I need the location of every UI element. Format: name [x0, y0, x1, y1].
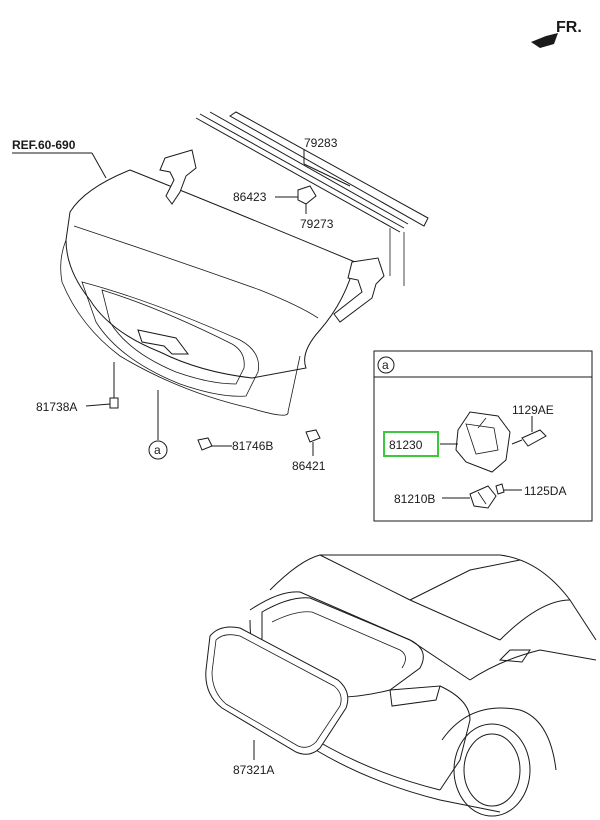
- part-label-81738A: 81738A: [36, 400, 77, 414]
- part-label-87321A: 87321A: [233, 763, 274, 777]
- car-rear-drawing: [205, 554, 597, 817]
- reference-label: REF.60-690: [12, 138, 76, 152]
- detail-marker[interactable]: a: [148, 440, 168, 460]
- leader-lines: [85, 149, 351, 456]
- front-direction-label: FR.: [556, 19, 582, 36]
- part-label-81230[interactable]: 81230: [389, 438, 423, 452]
- part-label-1129AE: 1129AE: [512, 403, 554, 417]
- detail-box-marker-label: a: [382, 358, 389, 372]
- detail-box: a 1129AE 81230 81210B 1125DA: [373, 350, 593, 522]
- front-direction-indicator: FR.: [531, 19, 582, 48]
- part-label-81210B: 81210B: [394, 492, 435, 506]
- part-label-86421: 86421: [292, 459, 326, 473]
- trunk-lid-drawing: [60, 111, 429, 451]
- part-label-79283: 79283: [304, 136, 338, 150]
- part-label-79273: 79273: [300, 217, 334, 231]
- reference-callout: REF.60-690: [12, 138, 107, 179]
- detail-marker-label: a: [154, 443, 161, 457]
- part-label-81746B: 81746B: [232, 439, 273, 453]
- part-label-1125DA: 1125DA: [524, 484, 566, 498]
- part-label-86423: 86423: [233, 190, 267, 204]
- front-arrow-icon: [531, 33, 558, 48]
